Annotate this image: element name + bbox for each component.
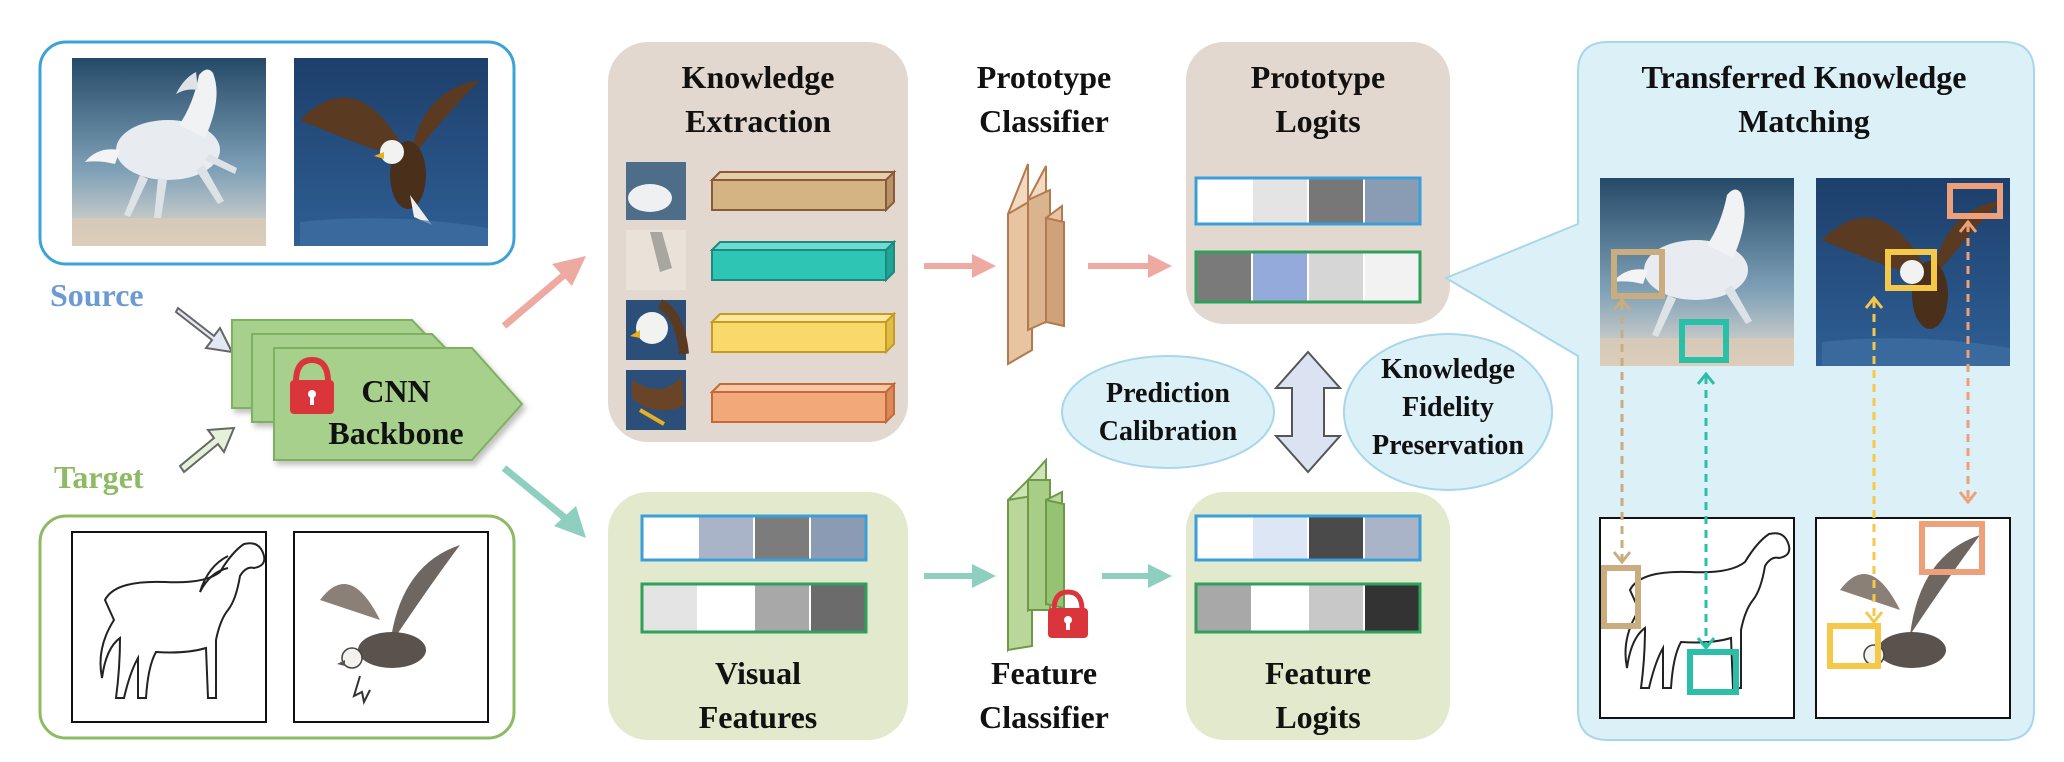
visual-features-cells: [640, 514, 868, 634]
knowledge-fidelity-line2: Fidelity: [1402, 392, 1494, 423]
visual-row2-cell: [697, 583, 755, 633]
prototype-classifier-title-line2: Classifier: [979, 103, 1109, 139]
visual-row2-cell: [809, 583, 867, 633]
lock-icon: [1048, 589, 1088, 638]
feature-logits-cells: [1194, 514, 1422, 634]
prototype-row2-cell: [1307, 251, 1365, 303]
prediction-calibration-line2: Calibration: [1099, 416, 1238, 447]
prototype-row1-cell: [1307, 177, 1365, 225]
double-arrow-icon: [1273, 350, 1343, 474]
visual-row2-cell: [641, 583, 699, 633]
prototype-classifier-layers: [1007, 163, 1065, 366]
cnn-backbone: [231, 319, 524, 461]
prototype-row2-border: [1194, 250, 1422, 304]
lock-icon: [290, 356, 334, 414]
visual-features-title-line2: Features: [699, 699, 817, 735]
visual-row2-border: [640, 582, 868, 634]
feature-classifier-layers: [1007, 457, 1065, 653]
feature-bar-teal: [709, 239, 897, 283]
knowledge-extraction-title-line2: Extraction: [685, 103, 831, 139]
prediction-calibration-bubble: [1061, 355, 1275, 469]
backbone-to-extraction-arrow: [501, 267, 573, 329]
correspondence-arrowheads: [1612, 219, 1978, 651]
visual-row1-cell: [697, 515, 755, 561]
matching-eagle-sketch: [1815, 517, 2011, 719]
transferred-title-line1: Transferred Knowledge: [1642, 59, 1967, 95]
prototype-row1-cell: [1195, 177, 1253, 225]
prototype-row2-cell: [1251, 251, 1309, 303]
source-horse-image: [72, 58, 266, 246]
knowledge-fidelity-line3: Preservation: [1372, 430, 1524, 461]
prototype-row1-cell: [1251, 177, 1309, 225]
feature-bar-tan: [709, 169, 897, 213]
match-box-teal-sketch: [1687, 649, 1739, 695]
visual-row1-border: [640, 514, 868, 562]
feature-row2-cell: [1307, 583, 1365, 633]
backbone-label-line2: Backbone: [328, 415, 463, 451]
feature-row1-cell: [1251, 515, 1309, 561]
feature-bar-yellow: [709, 311, 897, 355]
source-label: Source: [50, 277, 144, 313]
feature-row1-cell: [1363, 515, 1421, 561]
prototype-row1-cell: [1363, 177, 1421, 225]
prediction-calibration-line1: Prediction: [1106, 378, 1230, 409]
prototype-classifier-title-line1: Prototype: [977, 59, 1111, 95]
prototype-logits-title-line1: Prototype: [1251, 59, 1385, 95]
visual-row1-cell: [641, 515, 699, 561]
correspondence-arrows: [1620, 224, 1970, 646]
visual-row1-cell: [753, 515, 811, 561]
matching-eagle-photo: [1816, 178, 2010, 366]
target-input-arrow: [178, 426, 236, 474]
transferred-title-line2: Matching: [1738, 103, 1870, 139]
feature-row1-border: [1194, 514, 1422, 562]
matching-horse-photo: [1600, 178, 1794, 366]
prototype-row2-cell: [1363, 251, 1421, 303]
match-box-yellow-photo: [1885, 249, 1937, 291]
feature-logits-title-line1: Feature: [1265, 655, 1371, 691]
target-horse-sketch: [71, 531, 267, 723]
feature-row1-cell: [1307, 515, 1365, 561]
feature-row2-cell: [1251, 583, 1309, 633]
matching-horse-sketch: [1599, 517, 1795, 719]
match-box-orange-sketch: [1919, 521, 1985, 575]
feature-row1-cell: [1195, 515, 1253, 561]
backbone-label-line1: CNN: [361, 373, 430, 409]
match-box-tan-photo: [1611, 249, 1665, 299]
prototype-row2-cell: [1195, 251, 1253, 303]
knowledge-fidelity-bubble: [1343, 333, 1553, 491]
visual-features-title-line1: Visual: [715, 655, 801, 691]
feature-logits-title-line2: Logits: [1275, 699, 1360, 735]
visual-row2-cell: [753, 583, 811, 633]
visual-row1-cell: [809, 515, 867, 561]
knowledge-fidelity-line1: Knowledge: [1381, 354, 1515, 385]
target-eagle-sketch: [293, 531, 489, 723]
feature-bar-orange: [709, 381, 897, 425]
match-box-tan-sketch: [1601, 565, 1641, 629]
match-box-teal-photo: [1679, 319, 1729, 363]
match-box-orange-photo: [1947, 183, 2003, 219]
target-label: Target: [54, 459, 144, 495]
feature-classifier-title-line2: Classifier: [979, 699, 1109, 735]
feature-classifier-title-line1: Feature: [991, 655, 1097, 691]
prototype-logits-title-line2: Logits: [1275, 103, 1360, 139]
feature-row2-border: [1194, 582, 1422, 634]
knowledge-extraction-title-line1: Knowledge: [682, 59, 835, 95]
backbone-to-features-arrow: [501, 465, 573, 525]
feature-row2-cell: [1363, 583, 1421, 633]
source-input-arrow: [174, 306, 234, 354]
match-box-yellow-sketch: [1827, 623, 1881, 669]
prototype-logits-cells: [1194, 176, 1422, 304]
prototype-row1-border: [1194, 176, 1422, 226]
source-eagle-image: [294, 58, 488, 246]
feature-row2-cell: [1195, 583, 1253, 633]
